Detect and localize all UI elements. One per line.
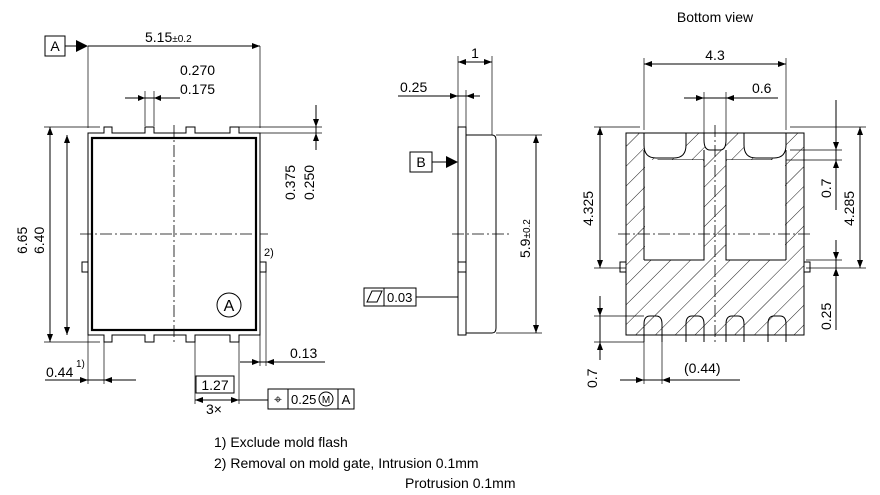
thk-arrow-right: [484, 59, 492, 65]
body-len-max-arrow-top: [47, 127, 53, 135]
bottom-lead-2: [685, 315, 705, 342]
slot-width-arrow-left: [696, 95, 704, 101]
lead-gap-arrow-top: [833, 252, 839, 260]
body-len-min-label: 6.40: [31, 227, 47, 254]
pitch-arrow-right: [231, 397, 239, 403]
datum-b-triangle: [446, 156, 458, 168]
edge-offset-arrow-left: [80, 377, 88, 383]
body-len-min-arrow-bottom: [64, 327, 70, 335]
lead-ref-arrow-right: [662, 377, 670, 383]
slot-depth-label: 0.7: [818, 178, 834, 198]
side-gap-arrow-right: [266, 359, 274, 365]
lead-ref-label: (0.44): [684, 360, 721, 376]
lead-width-arrow-right: [154, 95, 161, 101]
pad-width-label: 4.3: [705, 47, 725, 63]
bottom-side-tab-left: [619, 261, 627, 273]
note-2: 2) Removal on mold gate, Intrusion 0.1mm: [214, 455, 479, 471]
side-view-lead: [457, 126, 467, 336]
lead-proj-arrow-bottom: [313, 133, 319, 141]
lead-thk-arrow-right: [466, 93, 474, 99]
pitch-label: 1.27: [201, 377, 228, 393]
note1-ref: 1): [76, 359, 85, 370]
side-gap-label: 0.13: [290, 345, 317, 361]
datum-a-label: A: [50, 38, 60, 54]
mmc-symbol: [318, 391, 334, 407]
slot-depth-arrow-bottom: [833, 160, 839, 168]
pad-width-arrow-left: [644, 61, 652, 67]
bottom-slot-fill-right: [727, 160, 785, 260]
bottom-view: Bottom view 4.3: [580, 9, 866, 388]
bottom-slot-fill-left: [645, 160, 703, 260]
length-label: 5.9±0.2: [517, 219, 533, 258]
pad-height-label: 4.325: [580, 191, 596, 226]
pin1-marker: [216, 292, 242, 318]
bottom-lead-3: [725, 315, 745, 342]
edge-offset-label: 0.44: [46, 364, 73, 380]
position-symbol: ⌖: [274, 391, 282, 407]
width-arrow-right: [252, 43, 260, 49]
datum-a-triangle: [76, 40, 88, 52]
note2-ref: 2): [264, 247, 274, 259]
bottom-view-title: Bottom view: [677, 9, 754, 25]
slot-width-label: 0.6: [752, 80, 772, 96]
lead-gap-arrow-bottom: [833, 268, 839, 276]
pad-lead-label: 4.285: [841, 191, 857, 226]
pad-lead-arrow-bottom: [857, 260, 863, 268]
lead-thk-arrow-left: [450, 93, 458, 99]
note-2-continued: Protrusion 0.1mm: [405, 475, 515, 491]
pos-tol-datum: A: [342, 392, 351, 407]
body-len-max-label: 6.65: [14, 227, 30, 254]
top-view: A A 5.15±0.2 0.270 0.175 0.375 0.250: [14, 29, 355, 417]
pad-height-arrow-top: [597, 127, 603, 135]
pos-tol-frame: [267, 388, 355, 410]
thickness-label: 1: [471, 45, 479, 61]
side-gap-arrow-left: [252, 359, 260, 365]
pos-tol-value: 0.25: [291, 392, 316, 407]
lead-thk-label: 0.25: [400, 79, 427, 95]
mmc-label: M: [322, 395, 330, 406]
pad-lead-arrow-top: [857, 127, 863, 135]
bottom-lead-4: [767, 315, 787, 342]
lead-len-label: 0.7: [584, 368, 600, 388]
top-view-side-tab-right: [259, 261, 267, 273]
pitch-arrow-left: [195, 397, 203, 403]
width-dim-label: 5.15±0.2: [145, 29, 192, 45]
lead-len-arrow-bottom: [597, 342, 603, 350]
top-view-side-tab-left: [81, 261, 89, 273]
pad-height-arrow-bottom: [597, 260, 603, 268]
flatness-value: 0.03: [387, 290, 412, 305]
lead-proj-min-label: 0.250: [301, 165, 317, 200]
lead-proj-max-label: 0.375: [282, 165, 298, 200]
slot-width-arrow-right: [726, 95, 734, 101]
lead-ref-arrow-left: [636, 377, 644, 383]
lead-width-min-label: 0.175: [180, 81, 215, 97]
datum-b-label: B: [416, 154, 425, 170]
edge-offset-arrow-right: [104, 377, 112, 383]
pad-width-arrow-right: [778, 61, 786, 67]
side-view: 1 0.25 B 5.9±0.2 0.03: [363, 45, 542, 336]
length-arrow-bottom: [533, 325, 539, 333]
lead-gap-label: 0.25: [818, 303, 834, 330]
lead-len-arrow-top: [597, 308, 603, 316]
bottom-lead-1: [643, 315, 663, 342]
pitch-count-label: 3×: [206, 401, 222, 417]
lead-width-max-label: 0.270: [180, 62, 215, 78]
lead-proj-arrow-top: [313, 119, 319, 127]
note-1: 1) Exclude mold flash: [214, 434, 348, 450]
lead-width-arrow-left: [138, 95, 145, 101]
body-len-min-arrow-top: [64, 135, 70, 143]
length-arrow-top: [533, 135, 539, 143]
body-len-max-arrow-bottom: [47, 334, 53, 342]
notes: 1) Exclude mold flash 2) Removal on mold…: [214, 434, 515, 491]
slot-depth-arrow-top: [833, 142, 839, 150]
pin1-marker-label: A: [224, 298, 235, 315]
thk-arrow-left: [458, 59, 466, 65]
flatness-symbol: [366, 290, 383, 303]
pitch-basic-box: [195, 375, 235, 394]
bottom-side-tab-right: [803, 261, 811, 273]
